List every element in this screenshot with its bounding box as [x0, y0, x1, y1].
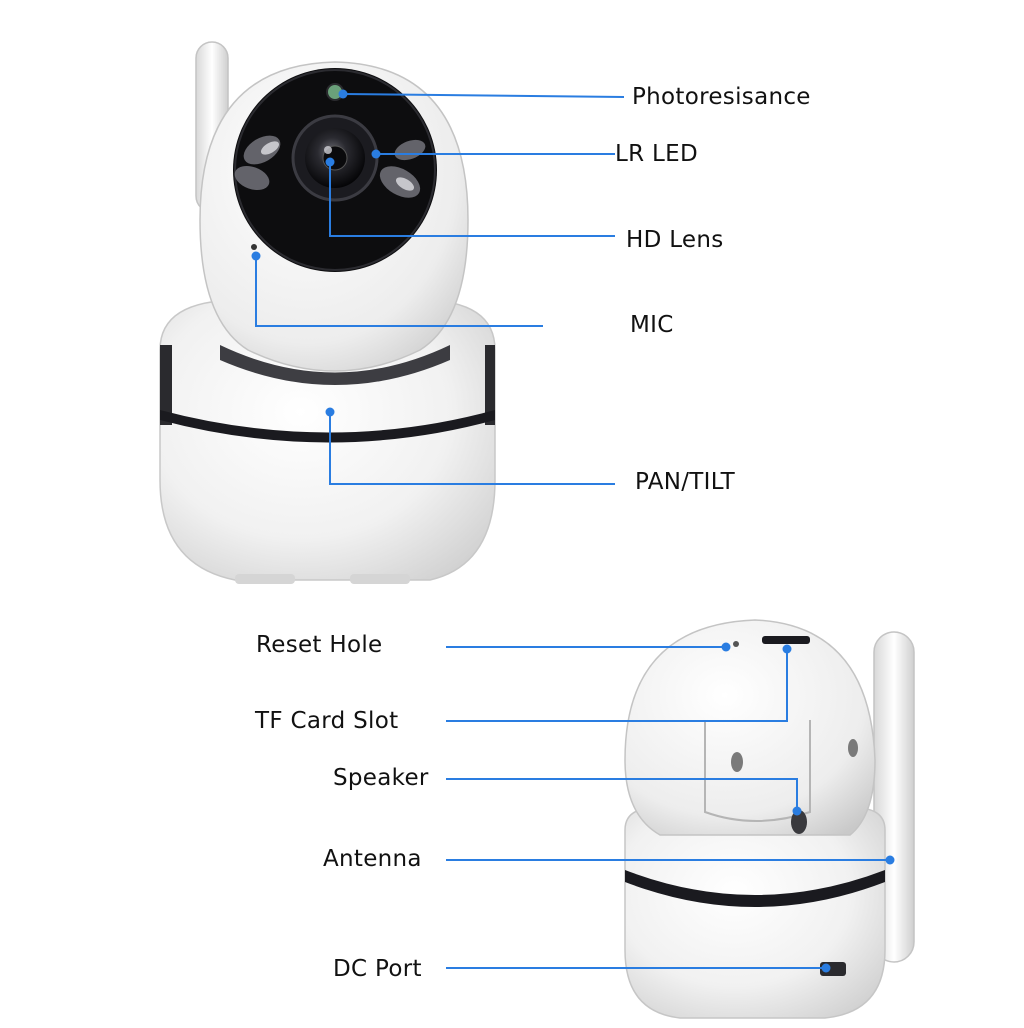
leader-line-speaker [446, 778, 798, 811]
label-photoresistance: Photoresisance [632, 84, 811, 110]
anchor-dot-antenna [885, 855, 895, 865]
anchor-dot-tf-card-slot [782, 644, 792, 654]
anchor-dot-reset-hole [721, 642, 731, 652]
label-mic: MIC [630, 312, 674, 338]
label-tf-card-slot: TF Card Slot [255, 708, 399, 734]
rear-head [624, 619, 876, 836]
label-reset-hole: Reset Hole [256, 632, 383, 658]
anchor-dot-speaker [792, 806, 802, 816]
anchor-dot-lr-led [371, 149, 381, 159]
anchor-dot-hd-lens [325, 157, 335, 167]
rear-base [624, 807, 886, 1019]
anchor-dot-dc-port [821, 963, 831, 973]
rear-camera [624, 619, 915, 1019]
leader-line-photoresistance [342, 93, 625, 98]
leader-line-hd-lens [329, 162, 615, 237]
front-camera [159, 41, 496, 584]
label-speaker: Speaker [333, 765, 429, 791]
label-hd-lens: HD Lens [626, 227, 724, 253]
leader-lines [255, 93, 890, 969]
anchor-dots [251, 89, 895, 973]
leader-line-tf-card-slot [446, 649, 788, 722]
anchor-dot-photoresistance [338, 89, 348, 99]
leader-line-mic [255, 256, 543, 327]
anchor-dot-mic [251, 251, 261, 261]
label-antenna: Antenna [323, 846, 422, 872]
leader-line-pan-tilt [329, 412, 615, 485]
label-pan-tilt: PAN/TILT [635, 469, 736, 495]
label-dc-port: DC Port [333, 956, 422, 982]
label-lr-led: LR LED [615, 141, 698, 167]
front-head [199, 61, 469, 385]
anchor-dot-pan-tilt [325, 407, 335, 417]
